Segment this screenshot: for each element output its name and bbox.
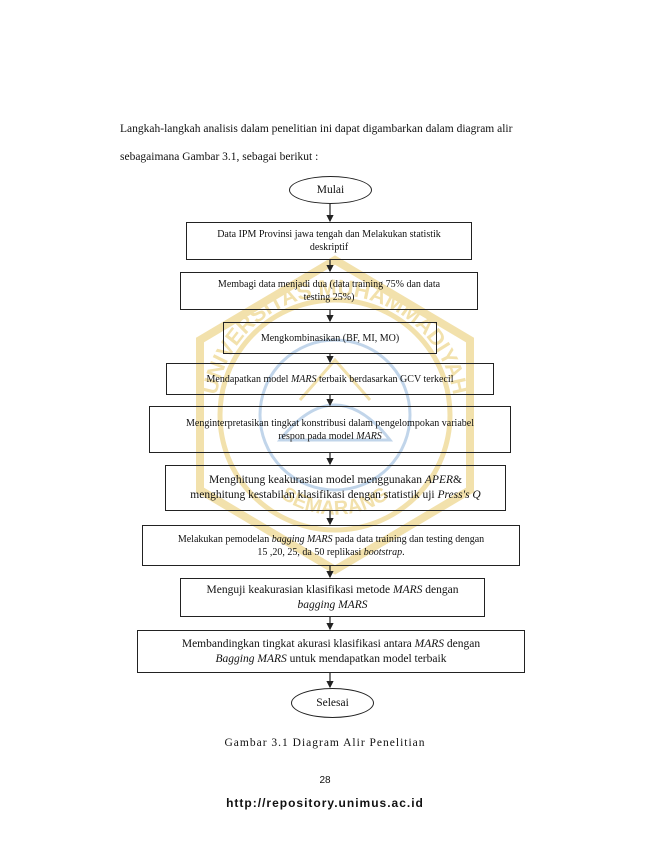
flow-step-6: Menghitung keakurasian model menggunakan… xyxy=(165,465,506,511)
step-2-line-1: Membagi data menjadi dua (data training … xyxy=(217,279,441,290)
step-2-line-2: testing 25%) xyxy=(303,292,355,303)
step-9-line-1: Membandingkan tingkat akurasi klasifikas… xyxy=(181,637,481,650)
end-label: Selesai xyxy=(316,697,349,709)
step-8-line-1: Menguji keakurasian klasifikasi metode M… xyxy=(206,583,459,596)
step-3-line-1: Mengkombinasikan (BF, MI, MO) xyxy=(260,332,400,344)
flow-step-7: Melakukan pemodelan bagging MARS pada da… xyxy=(142,525,520,566)
flow-step-4: Mendapatkan model MARS terbaik berdasark… xyxy=(166,363,494,395)
flow-step-9: Membandingkan tingkat akurasi klasifikas… xyxy=(137,630,525,673)
step-1-line-1: Data IPM Provinsi jawa tengah dan Melaku… xyxy=(217,229,441,240)
start-label: Mulai xyxy=(316,184,345,196)
flow-step-8: Menguji keakurasian klasifikasi metode M… xyxy=(180,578,485,617)
step-1-line-2: deskriptif xyxy=(309,242,349,253)
step-7-line-1: Melakukan pemodelan bagging MARS pada da… xyxy=(177,533,485,545)
step-6-line-2: menghitung kestabilan klasifikasi dengan… xyxy=(190,489,481,501)
intro-line-2: sebagaimana Gambar 3.1, sebagai berikut … xyxy=(120,151,319,163)
flow-end-node: Selesai xyxy=(291,688,374,718)
intro-paragraph: Langkah-langkah analisis dalam penelitia… xyxy=(120,115,550,171)
flow-step-1: Data IPM Provinsi jawa tengah dan Melaku… xyxy=(186,222,472,260)
repository-footer-link[interactable]: http://repository.unimus.ac.id xyxy=(226,796,424,810)
step-4-line-1: Mendapatkan model MARS terbaik berdasark… xyxy=(206,373,454,385)
step-5-line-1: Menginterpretasikan tingkat konstribusi … xyxy=(186,417,474,429)
flow-step-2: Membagi data menjadi dua (data training … xyxy=(180,272,478,310)
step-7-line-2: 15 ,20, 25, da 50 replikasi bootstrap. xyxy=(257,546,405,558)
flow-start-node: Mulai xyxy=(289,176,372,204)
page-number: 28 xyxy=(319,775,331,786)
step-6-line-1: Menghitung keakurasian model menggunakan… xyxy=(209,474,462,486)
step-8-line-2: bagging MARS xyxy=(297,598,368,611)
figure-caption: Gambar 3.1 Diagram Alir Penelitian xyxy=(224,737,426,749)
intro-line-1: Langkah-langkah analisis dalam penelitia… xyxy=(120,123,513,135)
step-5-line-2: respon pada model MARS xyxy=(278,430,382,442)
university-logo-watermark: UNIVERSITAS MUHAMMADIYAH SEMARANG xyxy=(196,255,474,575)
step-9-line-2: Bagging MARS untuk mendapatkan model ter… xyxy=(215,652,447,665)
flow-step-5: Menginterpretasikan tingkat konstribusi … xyxy=(149,406,511,453)
flow-step-3: Mengkombinasikan (BF, MI, MO) xyxy=(223,322,437,354)
